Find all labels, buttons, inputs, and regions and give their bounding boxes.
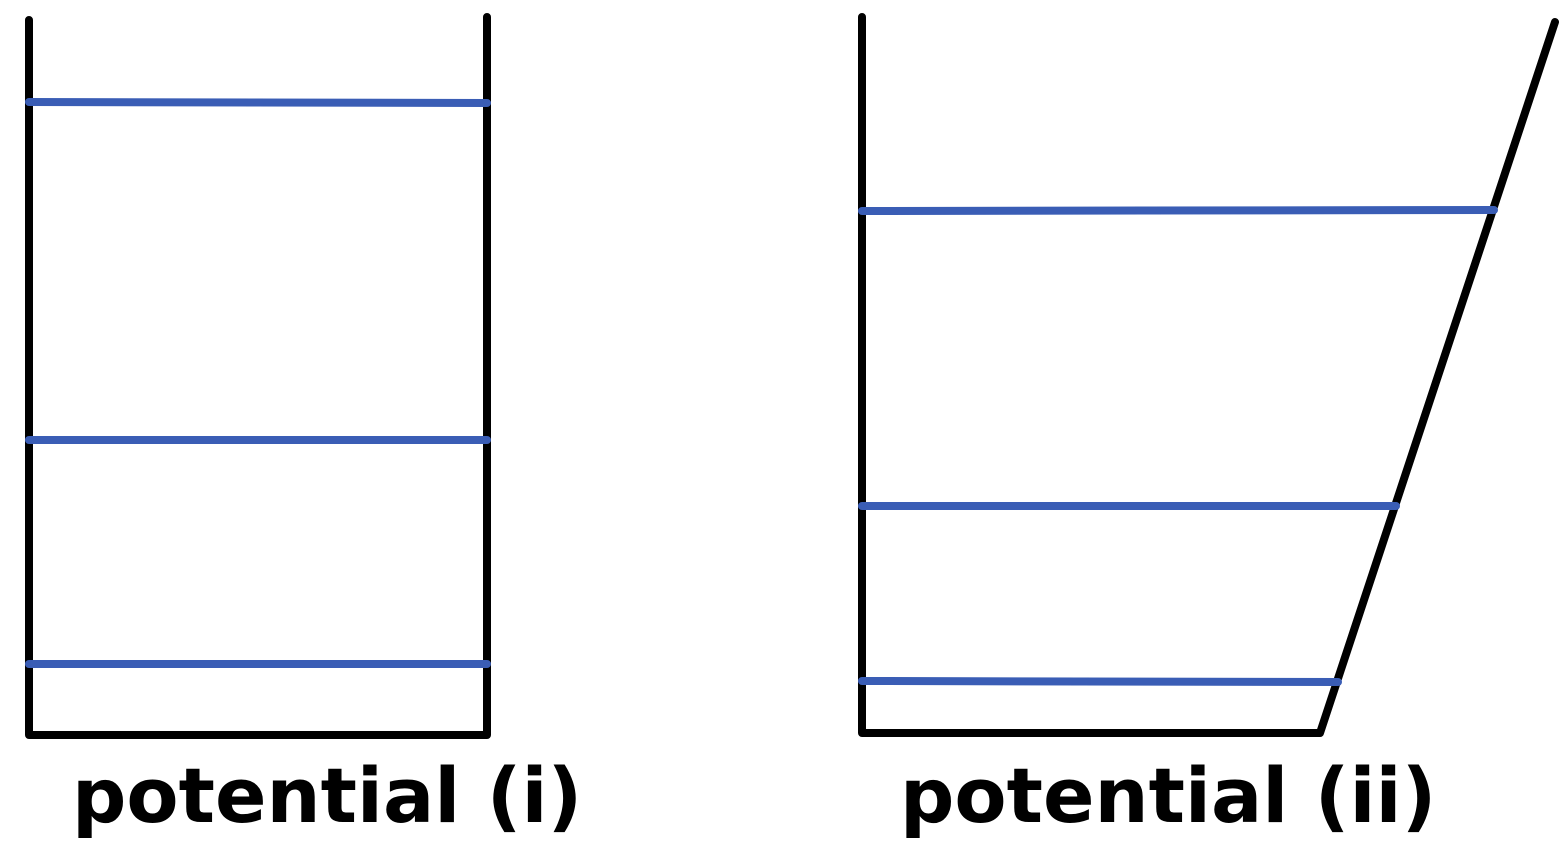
well-i-walls (25, 13, 491, 739)
panel-potential-ii: potential (ii) (858, 13, 1559, 840)
well-ii-walls (858, 13, 1559, 737)
caption-potential-i: potential (i) (72, 751, 582, 840)
panel-potential-i: potential (i) (25, 13, 582, 840)
energy-level-i-3 (25, 98, 491, 107)
caption-potential-ii: potential (ii) (900, 751, 1436, 840)
energy-level-ii-3 (858, 206, 1498, 215)
energy-level-ii-1 (858, 677, 1342, 686)
